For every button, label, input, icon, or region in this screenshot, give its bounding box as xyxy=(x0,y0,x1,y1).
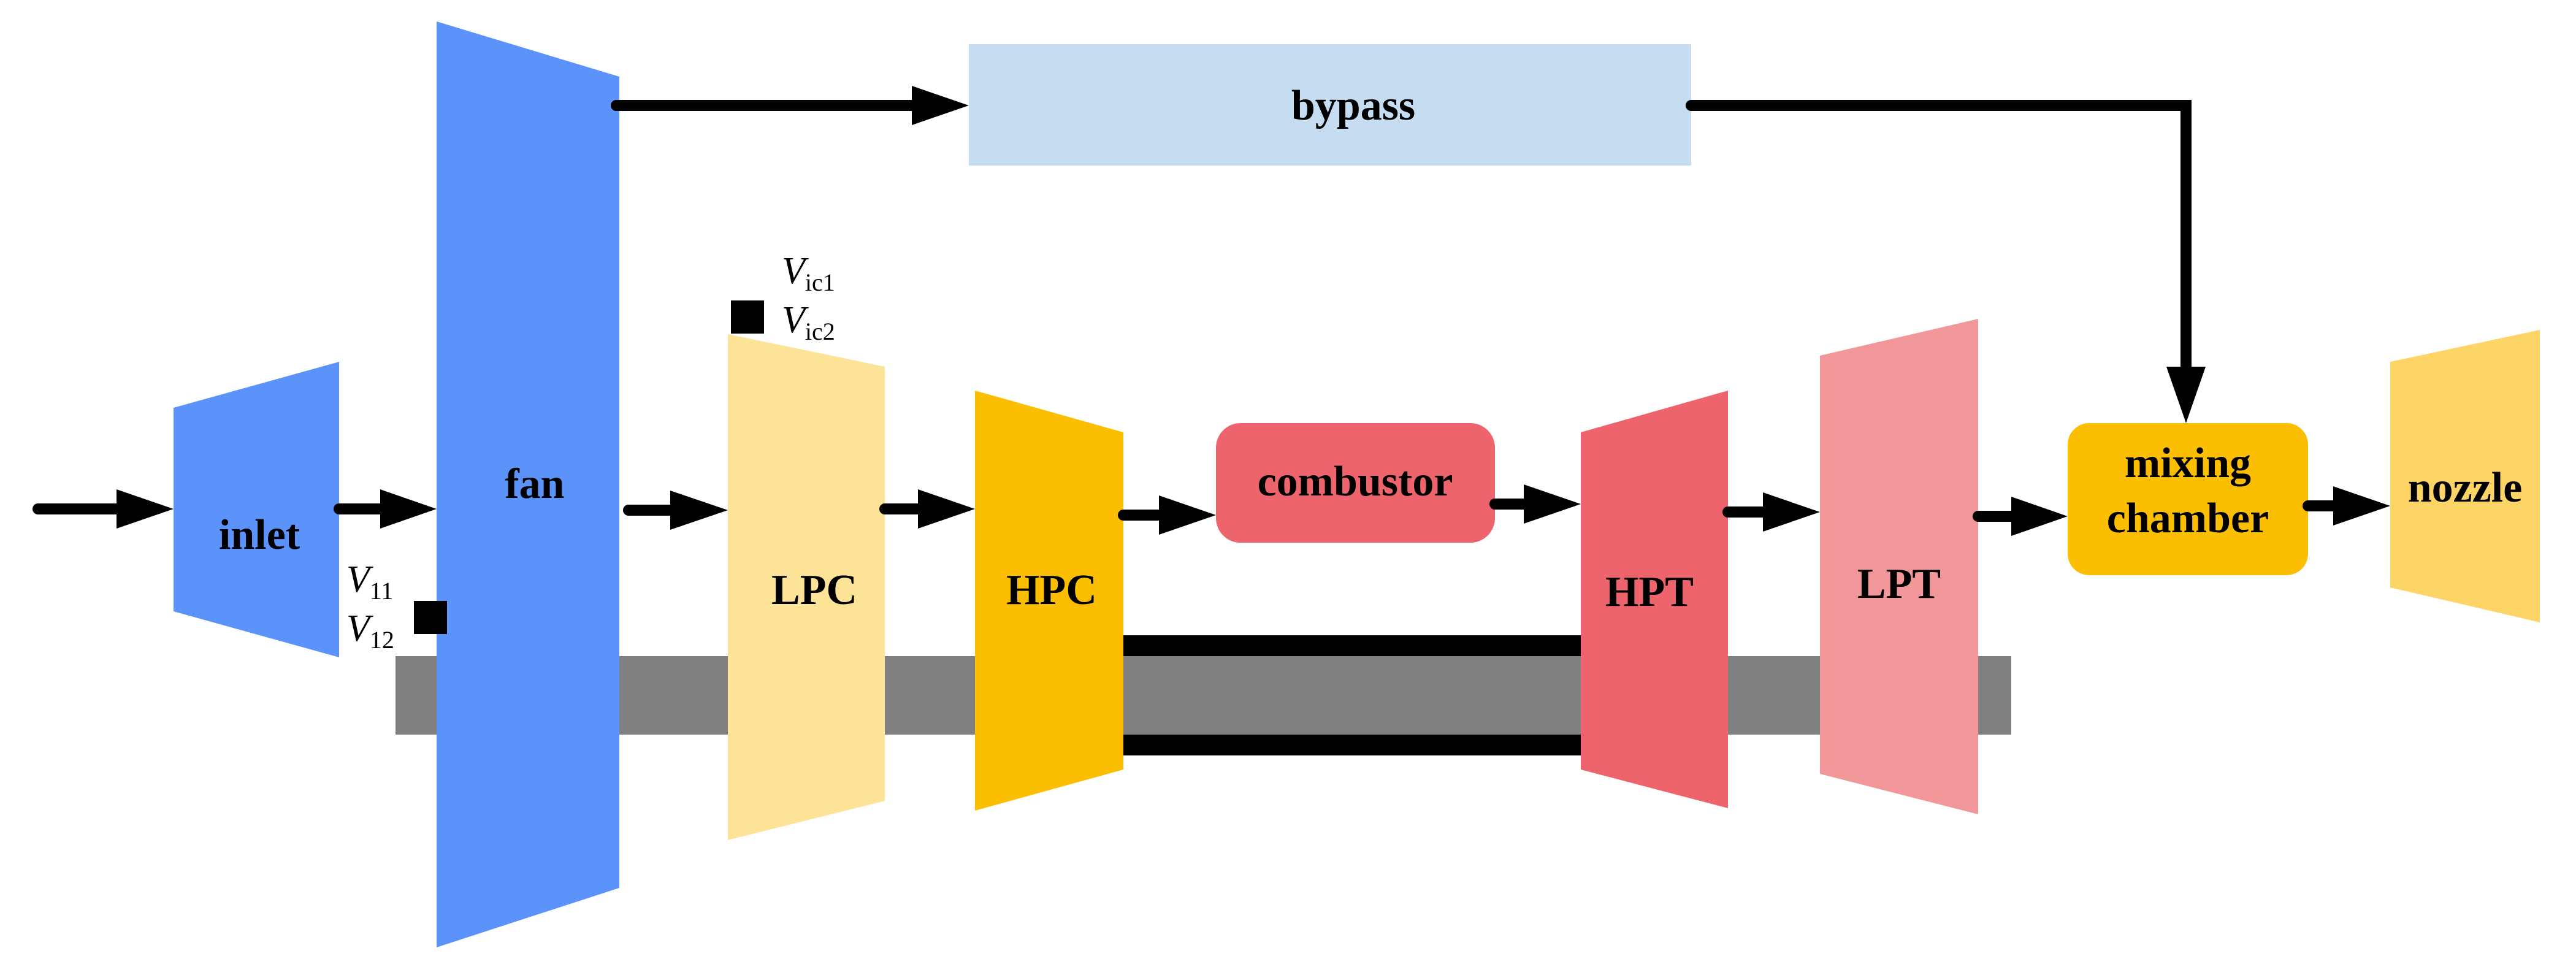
arrowhead-into-inlet xyxy=(117,489,174,529)
inlet-block xyxy=(174,362,339,657)
arrowhead-bypass-to-mixing xyxy=(2166,367,2206,423)
arrowhead-hpc-to-combustor xyxy=(1159,495,1216,535)
lpc-valve-marker xyxy=(731,300,764,334)
fan-label: fan xyxy=(505,461,564,508)
valve-label-v12: V12 xyxy=(346,608,394,654)
hpc-block xyxy=(975,391,1123,811)
fan-block xyxy=(437,21,619,947)
bypass-box xyxy=(969,44,1691,166)
valve-label-v11: V11 xyxy=(346,559,393,605)
arrowhead-combustor-to-hpt xyxy=(1524,484,1581,524)
valve-label-vic1: Vic1 xyxy=(782,250,835,296)
arrowhead-lpt-to-mixing xyxy=(2011,497,2068,536)
nozzle-label: nozzle xyxy=(2408,464,2523,511)
arrowhead-inlet-to-fan xyxy=(380,489,437,529)
arrowhead-mixing-to-nozzle xyxy=(2333,486,2390,526)
mixing-chamber-box xyxy=(2068,423,2308,575)
mixing-chamber-label-line1: mixing xyxy=(2125,440,2251,487)
lpc-block xyxy=(728,334,885,840)
hpt-block xyxy=(1581,391,1728,808)
arrow-bypass-to-mixing xyxy=(1686,100,2192,372)
arrowhead-lpc-to-hpc xyxy=(918,489,975,529)
high-pressure-shaft-top xyxy=(1116,635,1581,656)
low-pressure-shaft xyxy=(396,656,2011,735)
nozzle-block xyxy=(2390,330,2540,622)
valve-label-vic2: Vic2 xyxy=(782,299,835,345)
inlet-label: inlet xyxy=(219,511,300,559)
bypass-label: bypass xyxy=(1291,82,1415,129)
fan-valve-marker xyxy=(414,601,447,634)
hpc-label: HPC xyxy=(1006,567,1097,614)
hpt-label: HPT xyxy=(1605,568,1694,616)
arrowhead-fan-to-bypass xyxy=(912,86,969,125)
mixing-chamber-label-line2: chamber xyxy=(2107,495,2269,542)
arrowhead-hpt-to-lpt xyxy=(1763,492,1820,532)
lpt-block xyxy=(1820,319,1978,814)
lpt-label: LPT xyxy=(1857,560,1941,608)
combustor-label: combustor xyxy=(1258,458,1453,505)
arrowhead-fan-to-lpc xyxy=(670,491,728,530)
lpc-label: LPC xyxy=(771,567,857,614)
combustor-box xyxy=(1216,423,1495,543)
high-pressure-shaft-bottom xyxy=(1116,735,1581,755)
